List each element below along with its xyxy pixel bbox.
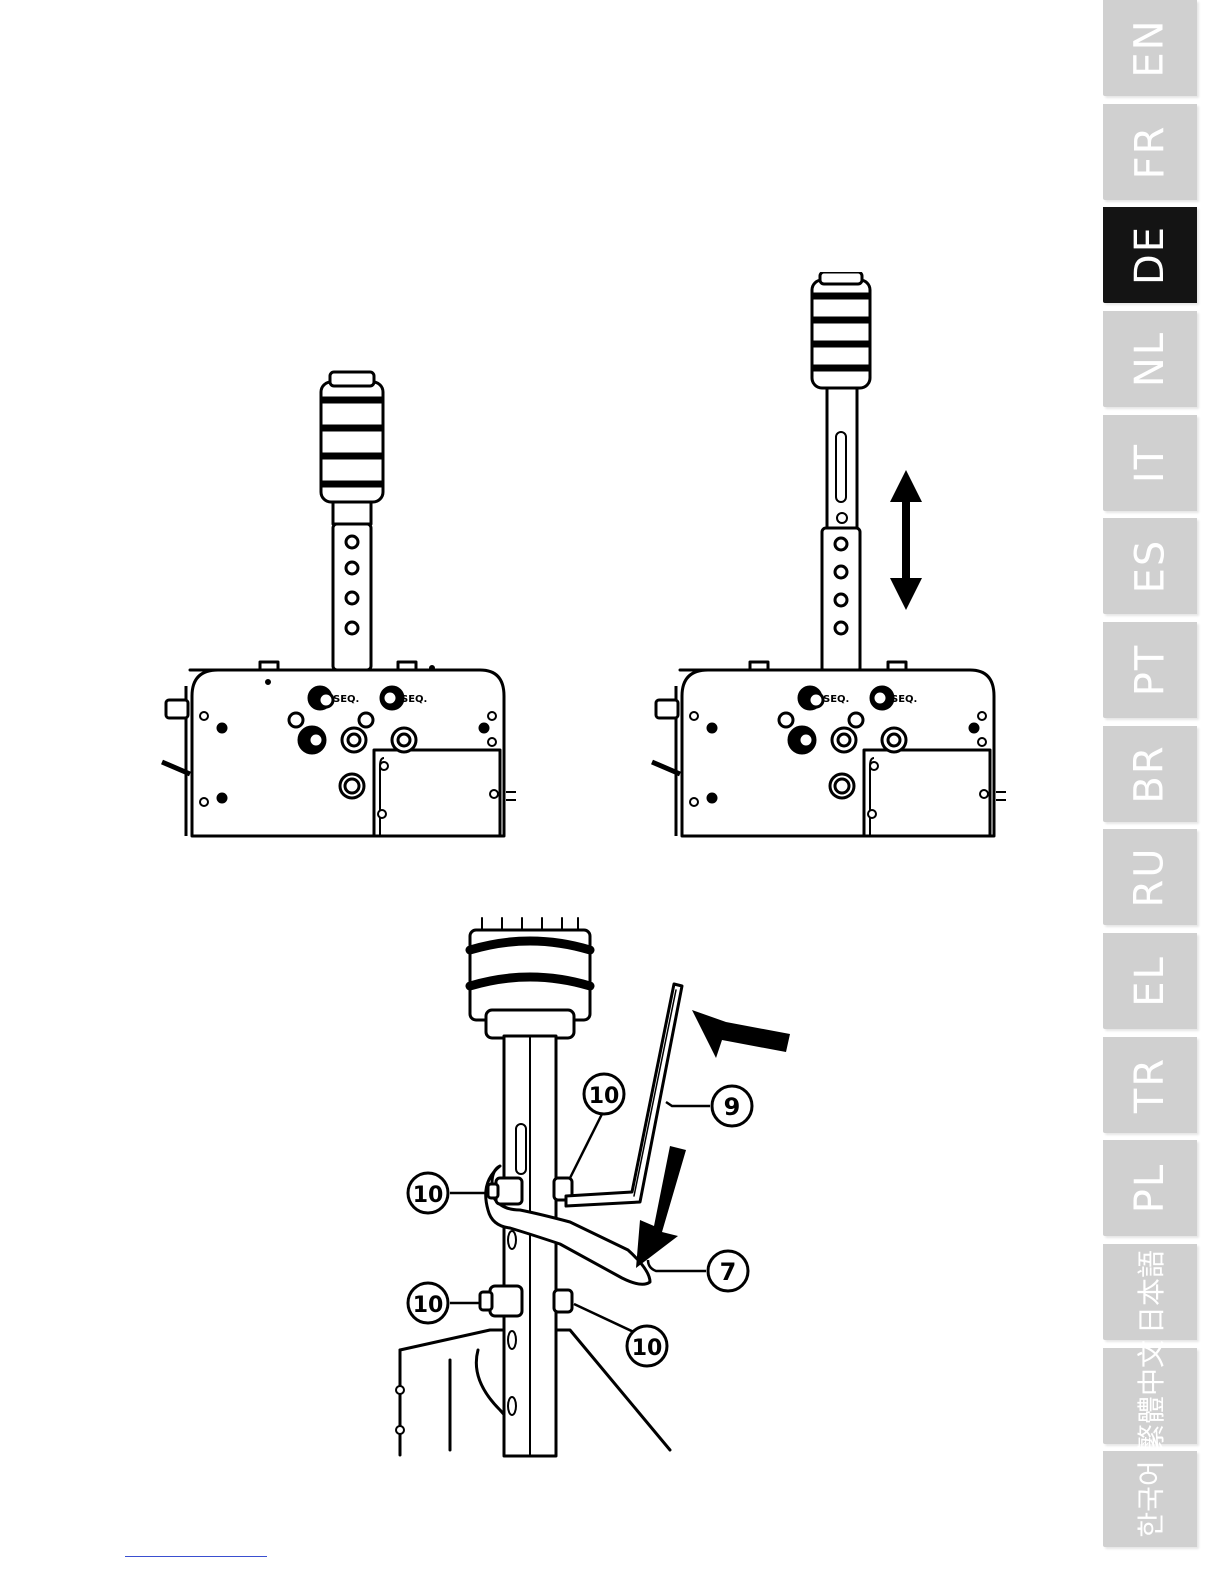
callout-10: 10 bbox=[408, 1173, 448, 1213]
switch-label-seq: SEQ. bbox=[823, 694, 849, 705]
nut-upper-left bbox=[496, 1178, 522, 1204]
tab-label: 日本語 bbox=[1130, 1250, 1170, 1334]
tab-label: BR bbox=[1127, 744, 1173, 803]
tab-label: PT bbox=[1127, 644, 1173, 697]
tab-label: TR bbox=[1127, 1057, 1173, 1113]
tab-language-pl[interactable]: PL bbox=[1103, 1140, 1197, 1236]
svg-text:7: 7 bbox=[720, 1258, 737, 1286]
tab-language-nl[interactable]: NL bbox=[1103, 311, 1197, 407]
svg-text:10: 10 bbox=[632, 1336, 663, 1361]
tab-label: 한국어 bbox=[1130, 1460, 1170, 1537]
tab-language-pt[interactable]: PT bbox=[1103, 622, 1197, 718]
adjust-height-arrow bbox=[890, 470, 922, 610]
tab-label: NL bbox=[1127, 331, 1173, 387]
tab-language-es[interactable]: ES bbox=[1103, 518, 1197, 614]
nut-lower-left bbox=[490, 1286, 522, 1316]
figure-handbrake-extended: SEQ. SEQ. bbox=[640, 272, 1020, 852]
tab-language-ko[interactable]: 한국어 bbox=[1103, 1451, 1197, 1547]
callout-10: 10 bbox=[627, 1326, 667, 1366]
tab-language-ja[interactable]: 日本語 bbox=[1103, 1244, 1197, 1340]
tab-language-de[interactable]: DE bbox=[1103, 207, 1197, 303]
tab-language-el[interactable]: EL bbox=[1103, 933, 1197, 1029]
footer-rule bbox=[125, 1556, 267, 1557]
svg-text:10: 10 bbox=[413, 1183, 444, 1208]
switch-label-seq: SEQ. bbox=[333, 694, 359, 705]
tab-label: IT bbox=[1127, 443, 1173, 483]
tab-label: PL bbox=[1127, 1163, 1173, 1213]
language-tabs: EN FR DE NL IT ES PT BR RU EL TR PL 日本語 … bbox=[1103, 0, 1197, 1584]
tab-label: ES bbox=[1127, 539, 1173, 594]
tab-label: RU bbox=[1127, 846, 1173, 907]
figure-handbrake-low: SEQ. SEQ. bbox=[150, 370, 530, 850]
tab-language-fr[interactable]: FR bbox=[1103, 104, 1197, 200]
tab-language-zh[interactable]: 繁體中文 bbox=[1103, 1348, 1197, 1444]
callout-10: 10 bbox=[584, 1074, 624, 1114]
svg-text:10: 10 bbox=[413, 1293, 444, 1318]
tab-language-it[interactable]: IT bbox=[1103, 415, 1197, 511]
callout-9: 9 bbox=[712, 1086, 752, 1126]
tab-label: FR bbox=[1127, 125, 1173, 180]
push-arrow bbox=[692, 1010, 790, 1058]
callout-7: 7 bbox=[708, 1251, 748, 1291]
tab-language-tr[interactable]: TR bbox=[1103, 1037, 1197, 1133]
svg-text:10: 10 bbox=[589, 1084, 620, 1109]
tab-language-ru[interactable]: RU bbox=[1103, 829, 1197, 925]
nut-lower-right bbox=[554, 1290, 572, 1312]
tab-label: DE bbox=[1127, 225, 1173, 285]
tab-label: EN bbox=[1127, 18, 1173, 77]
tab-label: 繁體中文 bbox=[1130, 1340, 1170, 1452]
figure-detail-tools: 10 10 10 10 9 7 bbox=[370, 910, 800, 1470]
switch-label-seq: SEQ. bbox=[401, 694, 427, 705]
tab-language-en[interactable]: EN bbox=[1103, 0, 1197, 96]
switch-label-seq: SEQ. bbox=[891, 694, 917, 705]
callout-10: 10 bbox=[408, 1283, 448, 1323]
tab-label: EL bbox=[1127, 955, 1173, 1007]
tab-language-br[interactable]: BR bbox=[1103, 726, 1197, 822]
svg-text:9: 9 bbox=[724, 1093, 741, 1121]
